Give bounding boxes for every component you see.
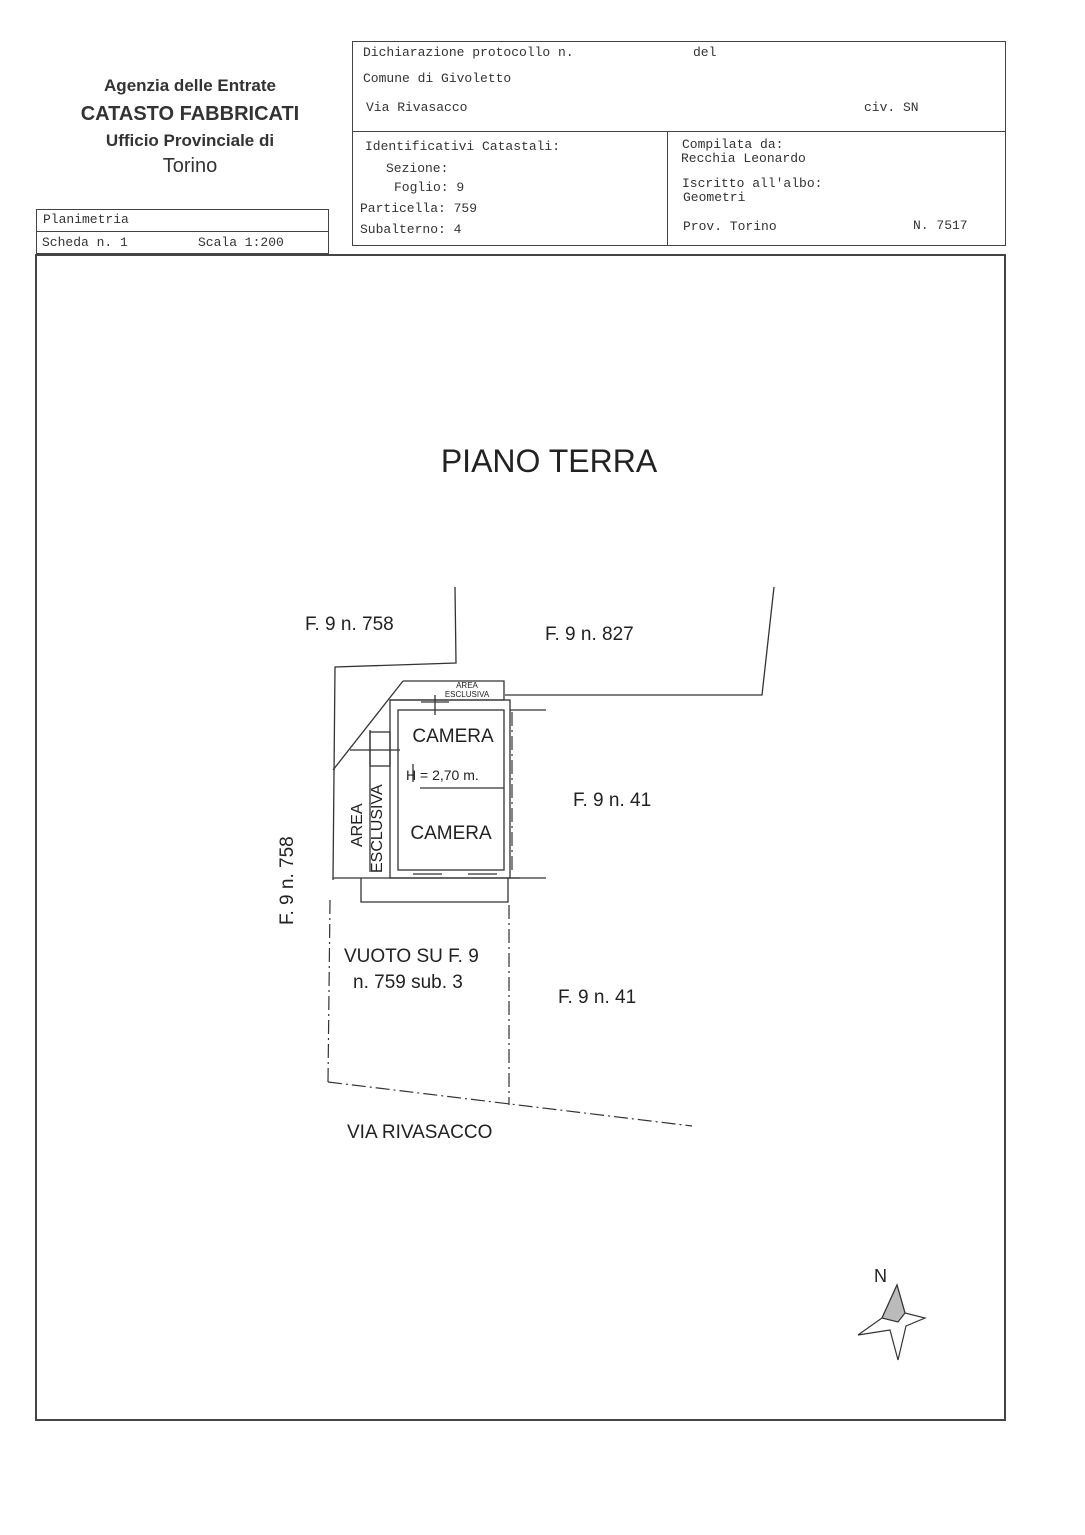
- room-camera-2: CAMERA: [410, 823, 492, 844]
- area-top-label-2: ESCLUSIVA: [445, 690, 490, 699]
- room-height: H = 2,70 m.: [406, 767, 479, 783]
- sezione: Sezione:: [386, 161, 449, 176]
- agency-name: Agenzia delle Entrate: [104, 76, 276, 95]
- sheet-info-box: [36, 209, 329, 254]
- void-label-2: n. 759 sub. 3: [353, 972, 463, 993]
- void-label-1: VUOTO SU F. 9: [344, 946, 479, 967]
- registration-number: N. 7517: [913, 218, 968, 233]
- catasto-title: CATASTO FABBRICATI: [80, 103, 300, 125]
- albo-value: Geometri: [683, 190, 746, 205]
- sheet-type: Planimetria: [43, 212, 129, 227]
- north-arrow-icon: [857, 1283, 927, 1361]
- area-side-label-2: ESCLUSIVA: [369, 784, 386, 873]
- neighbor-758-left: F. 9 n. 758: [277, 836, 298, 925]
- neighbor-827: F. 9 n. 827: [545, 624, 634, 645]
- neighbor-758-top: F. 9 n. 758: [305, 614, 394, 635]
- office-label: Ufficio Provinciale di: [105, 131, 275, 150]
- dashed-boundaries: [327, 712, 693, 1127]
- neighbor-41-top: F. 9 n. 41: [573, 790, 651, 811]
- office-city: Torino: [162, 155, 218, 177]
- room-camera-1: CAMERA: [412, 726, 494, 747]
- municipality: Comune di Givoletto: [363, 71, 512, 86]
- street-address: Via Rivasacco: [366, 100, 468, 115]
- foglio: Foglio: 9: [394, 180, 465, 195]
- drawing-frame: [35, 254, 1006, 1421]
- civic-number: civ. SN: [864, 100, 919, 115]
- compiler-name: Recchia Leonardo: [681, 151, 806, 166]
- area-side-label-1: AREA: [349, 803, 366, 847]
- sheet-scale: Scala 1:200: [198, 235, 284, 250]
- sheet-number: Scheda n. 1: [42, 235, 128, 250]
- boundary-lines: [332, 586, 775, 903]
- protocol-label: Dichiarazione protocollo n.: [363, 45, 574, 60]
- declaration-box: [352, 41, 1006, 246]
- compiler-label: Compilata da:: [682, 137, 784, 152]
- identifiers-title: Identificativi Catastali:: [365, 139, 561, 154]
- area-top-label-1: AREA: [456, 681, 478, 690]
- floor-title: PIANO TERRA: [441, 443, 658, 479]
- neighbor-41-bottom: F. 9 n. 41: [558, 987, 636, 1008]
- particella: Particella: 759: [360, 201, 478, 216]
- province: Prov. Torino: [683, 219, 777, 234]
- north-label: N: [874, 1266, 887, 1286]
- albo-label: Iscritto all'albo:: [682, 176, 823, 191]
- street-label: VIA RIVASACCO: [347, 1122, 492, 1143]
- date-label: del: [693, 45, 717, 60]
- subalterno: Subalterno: 4: [360, 222, 462, 237]
